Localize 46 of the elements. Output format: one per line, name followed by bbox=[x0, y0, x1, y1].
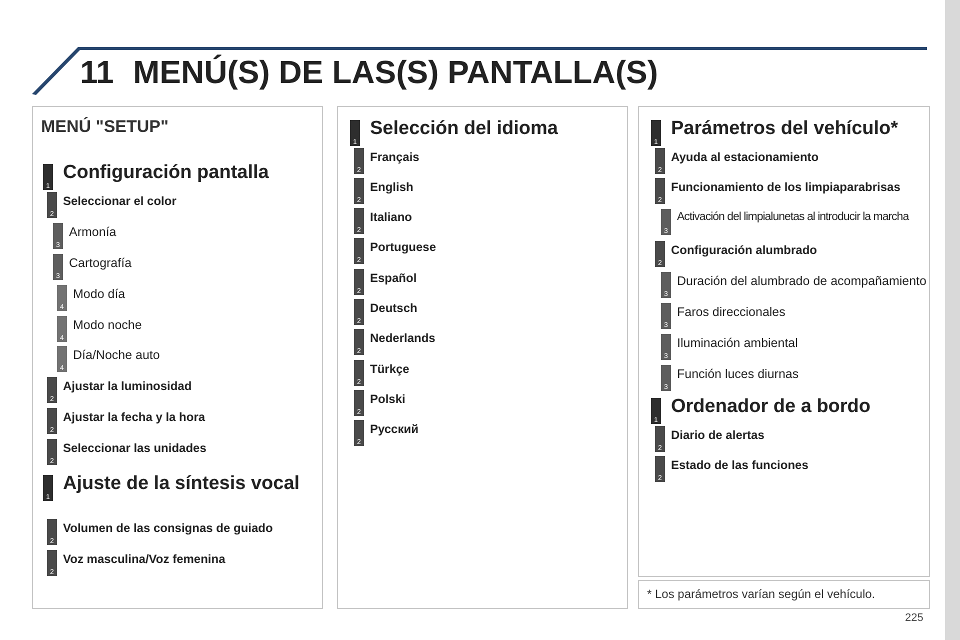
menu-item: Diario de alertas bbox=[671, 428, 764, 442]
menu-item: Ajuste de la síntesis vocal bbox=[63, 473, 300, 495]
menu-item: Modo noche bbox=[73, 318, 142, 332]
menu-item: Función luces diurnas bbox=[677, 367, 799, 381]
menu-item: Parámetros del vehículo* bbox=[671, 118, 898, 140]
menu-item: Ordenador de a bordo bbox=[671, 396, 871, 418]
menu-item: Français bbox=[370, 150, 420, 164]
menu-item: Seleccionar las unidades bbox=[63, 441, 206, 455]
menu-item: Funcionamiento de los limpiaparabrisas bbox=[671, 180, 900, 194]
menu-item: Estado de las funciones bbox=[671, 458, 808, 472]
menu-item: Faros direccionales bbox=[677, 305, 786, 319]
menu-item: English bbox=[370, 180, 414, 194]
menu-item: Polski bbox=[370, 392, 406, 406]
menu-item: Volumen de las consignas de guiado bbox=[63, 521, 273, 535]
menu-panel bbox=[337, 106, 628, 609]
menu-item: Ayuda al estacionamiento bbox=[671, 150, 819, 164]
menu-item: Iluminación ambiental bbox=[677, 336, 798, 350]
menu-item: Configuración pantalla bbox=[63, 162, 269, 184]
menu-item: Selección del idioma bbox=[370, 118, 558, 140]
menu-panel bbox=[638, 106, 930, 577]
menu-item: Día/Noche auto bbox=[73, 348, 160, 362]
menu-item: Ajustar la fecha y la hora bbox=[63, 410, 206, 424]
page-title: MENÚ(S) DE LAS(S) PANTALLA(S) bbox=[133, 54, 658, 91]
menu-panel bbox=[32, 106, 323, 609]
menu-item: Seleccionar el color bbox=[63, 194, 176, 208]
menu-item: Deutsch bbox=[370, 301, 418, 315]
menu-item: Voz masculina/Voz femenina bbox=[63, 552, 226, 566]
menu-item: Armonía bbox=[69, 225, 116, 239]
footnote-text: * Los parámetros varían según el vehículo. bbox=[647, 587, 876, 601]
menu-item: Español bbox=[370, 271, 417, 285]
menu-item: Nederlands bbox=[370, 331, 436, 345]
footnote-box bbox=[638, 580, 930, 609]
menu-item: Italiano bbox=[370, 210, 412, 224]
menu-item: Duración del alumbrado de acompañamiento bbox=[677, 274, 926, 288]
menu-item: Русский bbox=[370, 422, 418, 436]
menu-item: Configuración alumbrado bbox=[671, 243, 818, 257]
panel-heading: MENÚ "SETUP" bbox=[41, 117, 169, 137]
menu-item: Activación del limpialunetas al introducir la marcha bbox=[677, 211, 909, 223]
page-number: 225 bbox=[905, 612, 924, 624]
chapter-number: 11 bbox=[80, 54, 114, 91]
menu-item: Modo día bbox=[73, 287, 126, 301]
menu-item: Portuguese bbox=[370, 240, 436, 254]
menu-item: Cartografía bbox=[69, 256, 132, 270]
menu-item: Türkçe bbox=[370, 362, 410, 376]
side-bar bbox=[945, 0, 960, 640]
menu-item: Ajustar la luminosidad bbox=[63, 379, 192, 393]
